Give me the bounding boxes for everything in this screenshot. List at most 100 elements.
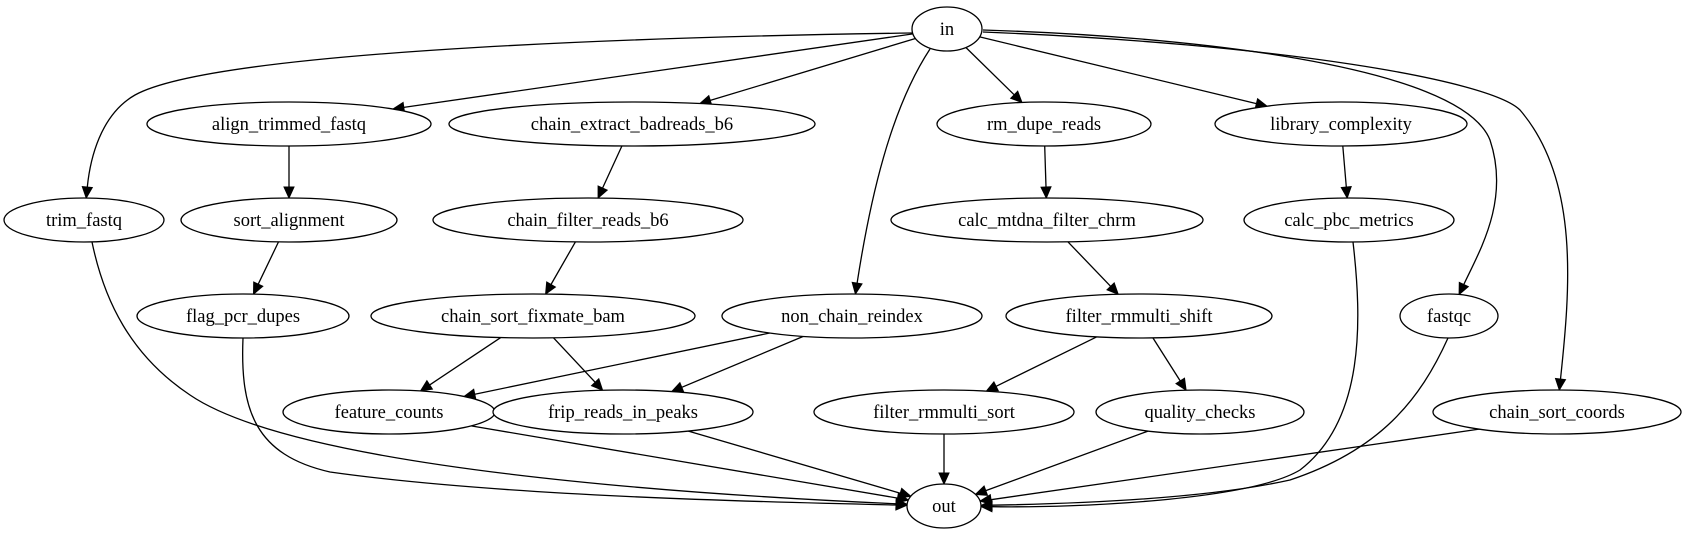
- node-label: feature_counts: [335, 403, 444, 423]
- edge-chain_filter_reads_b6-to-chain_sort_fixmate_bam: [545, 241, 576, 296]
- node-label: flag_pcr_dupes: [186, 307, 300, 327]
- node-flag-pcr-dupes: flag_pcr_dupes: [136, 293, 350, 339]
- node-label: chain_extract_badreads_b6: [531, 115, 733, 135]
- node-shape: [1399, 293, 1499, 339]
- edge-in-to-chain_extract_badreads_b6: [698, 37, 916, 106]
- arrowhead: [898, 487, 912, 499]
- node-rm-dupe-reads: rm_dupe_reads: [936, 101, 1152, 147]
- arrowhead: [81, 186, 94, 200]
- arrowhead: [974, 485, 989, 496]
- node-shape: [1432, 389, 1682, 435]
- node-shape: [3, 197, 165, 243]
- node-trim-fastq: trim_fastq: [3, 197, 165, 243]
- edge-non_chain_reindex-to-frip_reads_in_peaks: [670, 335, 804, 393]
- edge-in-to-align_trimmed_fastq: [391, 33, 913, 114]
- node-label: sort_alignment: [234, 211, 346, 231]
- node-chain-extract-badreads-b6: chain_extract_badreads_b6: [448, 101, 816, 147]
- graph-edges: [81, 29, 1569, 513]
- node-label: trim_fastq: [46, 211, 122, 231]
- node-shape: [1214, 101, 1468, 147]
- arrowhead: [252, 281, 264, 296]
- node-shape: [813, 389, 1075, 435]
- arrowhead: [978, 493, 993, 506]
- edge-sort_alignment-to-flag_pcr_dupes: [252, 241, 280, 296]
- node-label: chain_sort_fixmate_bam: [441, 307, 626, 327]
- edge-in-to-trim_fastq: [81, 32, 913, 200]
- node-shape: [432, 197, 744, 243]
- edge-in-to-fastqc: [982, 29, 1498, 296]
- arrowhead: [670, 381, 685, 393]
- edge-in-to-chain_sort_coords: [982, 31, 1569, 392]
- arrowhead: [1458, 281, 1470, 296]
- node-in: in: [911, 6, 983, 52]
- node-shape: [721, 293, 983, 339]
- node-shape: [136, 293, 350, 339]
- node-sort-alignment: sort_alignment: [180, 197, 398, 243]
- node-shape: [370, 293, 696, 339]
- edge-filter_rmmulti_sort-to-out: [938, 434, 950, 486]
- edge-calc_mtdna_filter_chrm-to-filter_rmmulti_shift: [1067, 241, 1120, 296]
- edge-chain_extract_badreads_b6-to-chain_filter_reads_b6: [597, 145, 623, 200]
- edge-non_chain_reindex-to-feature_counts: [462, 332, 770, 400]
- edge-filter_rmmulti_shift-to-quality_checks: [1152, 337, 1187, 392]
- node-feature-counts: feature_counts: [282, 389, 496, 435]
- node-label: filter_rmmulti_sort: [873, 403, 1016, 423]
- node-label: rm_dupe_reads: [987, 115, 1101, 135]
- node-chain-sort-coords: chain_sort_coords: [1432, 389, 1682, 435]
- node-library-complexity: library_complexity: [1214, 101, 1468, 147]
- edge-align_trimmed_fastq-to-sort_alignment: [283, 146, 295, 200]
- node-label: in: [940, 20, 954, 40]
- node-align-trimmed-fastq: align_trimmed_fastq: [146, 101, 432, 147]
- arrowhead: [597, 185, 609, 200]
- node-label: filter_rmmulti_shift: [1066, 307, 1214, 327]
- node-shape: [492, 389, 754, 435]
- arrowhead: [1106, 282, 1120, 296]
- arrowhead: [283, 186, 295, 200]
- node-label: chain_filter_reads_b6: [507, 211, 668, 231]
- node-shape: [890, 197, 1204, 243]
- node-calc-pbc-metrics: calc_pbc_metrics: [1243, 197, 1455, 243]
- graph-nodes: in align_trimmed_fastq chain_extract_badre…: [3, 6, 1682, 529]
- node-fastqc: fastqc: [1399, 293, 1499, 339]
- node-label: calc_pbc_metrics: [1284, 211, 1413, 231]
- node-shape: [936, 101, 1152, 147]
- arrowhead: [1175, 377, 1187, 392]
- node-chain-filter-reads-b6: chain_filter_reads_b6: [432, 197, 744, 243]
- edge-in-to-non_chain_reindex: [851, 48, 931, 296]
- node-label: align_trimmed_fastq: [212, 115, 366, 135]
- node-label: out: [932, 497, 957, 517]
- node-out: out: [906, 483, 982, 529]
- node-shape: [906, 483, 982, 529]
- node-shape: [1095, 389, 1305, 435]
- arrowhead: [851, 281, 863, 296]
- arrowhead: [590, 377, 604, 392]
- arrowhead: [545, 281, 557, 296]
- node-filter-rmmulti-shift: filter_rmmulti_shift: [1005, 293, 1273, 339]
- arrowhead: [419, 379, 434, 392]
- node-non-chain-reindex: non_chain_reindex: [721, 293, 983, 339]
- arrowhead: [1554, 377, 1567, 392]
- arrowhead: [938, 472, 950, 486]
- edge-frip_reads_in_peaks-to-out: [687, 430, 912, 499]
- node-label: frip_reads_in_peaks: [548, 403, 698, 423]
- edge-quality_checks-to-out: [974, 430, 1149, 496]
- arrowhead: [1009, 90, 1023, 104]
- edge-trim_fastq-to-out: [91, 241, 909, 510]
- edge-chain_sort_fixmate_bam-to-feature_counts: [419, 337, 502, 392]
- node-label: calc_mtdna_filter_chrm: [958, 211, 1136, 231]
- node-label: fastqc: [1427, 307, 1471, 327]
- node-filter-rmmulti-sort: filter_rmmulti_sort: [813, 389, 1075, 435]
- node-label: chain_sort_coords: [1489, 403, 1625, 423]
- arrowhead: [1340, 186, 1352, 200]
- node-shape: [911, 6, 983, 52]
- node-shape: [146, 101, 432, 147]
- edge-rm_dupe_reads-to-calc_mtdna_filter_chrm: [1040, 145, 1052, 200]
- edge-in-to-rm_dupe_reads: [965, 47, 1023, 104]
- node-calc-mtdna-filter-chrm: calc_mtdna_filter_chrm: [890, 197, 1204, 243]
- node-quality-checks: quality_checks: [1095, 389, 1305, 435]
- node-shape: [1005, 293, 1273, 339]
- edge-library_complexity-to-calc_pbc_metrics: [1340, 145, 1352, 200]
- node-label: non_chain_reindex: [781, 307, 924, 327]
- edge-filter_rmmulti_shift-to-filter_rmmulti_sort: [985, 336, 1097, 392]
